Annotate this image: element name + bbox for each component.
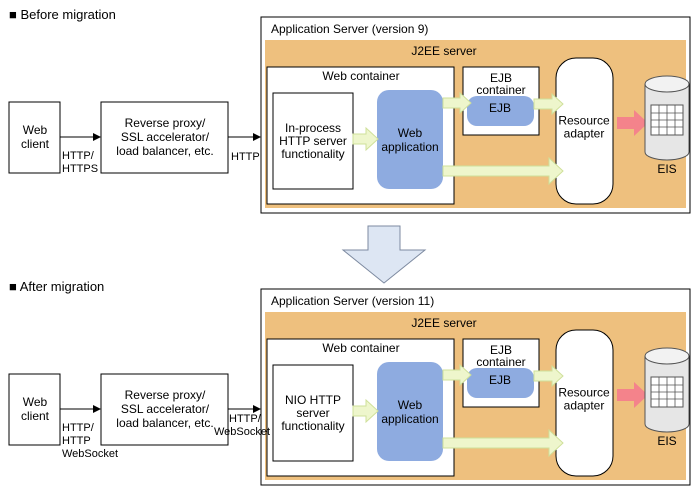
after-arrow-app-to-adapter xyxy=(442,428,564,458)
after-eis-label: EIS xyxy=(657,434,676,448)
after-resource-adapter-line-1: Resource xyxy=(558,386,610,400)
before-web-client-line-2: client xyxy=(21,137,50,151)
migration-down-arrow xyxy=(341,225,427,284)
after-ejb-container-line-2: container xyxy=(476,355,525,369)
after-proxy-line-3: load balancer, etc. xyxy=(116,416,213,430)
after-proto-client-line-1: HTTP/ xyxy=(62,422,95,434)
before-web-app-line-1: Web xyxy=(398,126,423,140)
before-eis-arrow xyxy=(617,110,648,136)
after-heading: ■ After migration xyxy=(9,279,104,294)
before-web-container-label: Web container xyxy=(322,69,399,83)
after-j2ee-label: J2EE server xyxy=(411,316,476,330)
after-web-app-line-1: Web xyxy=(398,398,423,412)
before-proxy-line-2: SSL accelerator/ xyxy=(121,130,210,144)
before-arrow-func-to-app xyxy=(352,126,379,152)
after-ejb-label: EJB xyxy=(489,373,511,387)
before-arrow-app-to-adapter xyxy=(442,156,564,186)
after-arrow-func-to-app xyxy=(352,398,379,424)
after-http-func-line-1: NIO HTTP xyxy=(285,393,341,407)
before-proto-server-line-1: HTTP xyxy=(231,151,260,163)
before-ejb-box xyxy=(467,96,534,126)
before-j2ee-label: J2EE server xyxy=(411,44,476,58)
before-ejb-label: EJB xyxy=(489,101,511,115)
after-ejb-container-line-1: EJB xyxy=(490,343,512,357)
before-arrow-ejb-to-adapter xyxy=(533,92,564,116)
after-eis-arrow xyxy=(617,382,648,408)
after-web-client-line-2: client xyxy=(21,409,50,423)
before-web-client-box xyxy=(8,101,61,174)
after-proxy-line-2: SSL accelerator/ xyxy=(121,402,210,416)
before-web-app-box xyxy=(377,90,443,189)
before-ejb-container-line-2: container xyxy=(476,83,525,97)
before-resource-adapter-box xyxy=(555,57,614,205)
before-arrow-app-to-ejb xyxy=(442,91,472,115)
after-proto-server-line-1: HTTP/ xyxy=(229,413,262,425)
after-http-func-line-2: server xyxy=(296,406,329,420)
before-eis-db-top xyxy=(644,75,690,93)
after-web-client-box xyxy=(8,373,61,446)
after-ejb-box xyxy=(467,368,534,398)
after-proto-client-line-3: WebSocket xyxy=(62,448,118,460)
after-resource-adapter-line-2: adapter xyxy=(564,399,605,413)
before-web-app-line-2: application xyxy=(381,140,438,154)
after-proto-client-line-2: HTTP xyxy=(62,435,91,447)
after-eis-db-top xyxy=(644,347,690,365)
after-http-func-line-3: functionality xyxy=(281,419,344,433)
after-proxy-box xyxy=(100,373,229,446)
before-resource-adapter-line-1: Resource xyxy=(558,114,610,128)
after-web-container-label: Web container xyxy=(322,341,399,355)
after-proxy-line-1: Reverse proxy/ xyxy=(125,388,206,402)
after-arrow-app-to-ejb xyxy=(442,363,472,387)
after-web-app-box xyxy=(377,362,443,461)
before-http-func-box xyxy=(272,92,354,190)
after-proto-server-line-2: WebSocket xyxy=(214,426,270,438)
before-ejb-container-line-1: EJB xyxy=(490,71,512,85)
after-app-server-label: Application Server (version 11) xyxy=(271,294,434,308)
before-eis-label: EIS xyxy=(657,162,676,176)
before-app-server-label: Application Server (version 9) xyxy=(271,22,428,36)
after-arrow-ejb-to-adapter xyxy=(533,364,564,388)
before-resource-adapter-line-2: adapter xyxy=(564,127,605,141)
before-http-func-line-1: In-process xyxy=(285,121,341,135)
after-web-app-line-2: application xyxy=(381,412,438,426)
before-http-func-line-2: HTTP server xyxy=(279,134,347,148)
before-proxy-box xyxy=(100,101,229,174)
before-heading: ■ Before migration xyxy=(9,7,116,22)
after-web-client-line-1: Web xyxy=(23,395,48,409)
after-resource-adapter-box xyxy=(555,329,614,477)
before-http-func-line-3: functionality xyxy=(281,147,344,161)
before-proto-client-line-1: HTTP/ xyxy=(62,150,95,162)
before-proxy-line-1: Reverse proxy/ xyxy=(125,116,206,130)
before-web-client-line-1: Web xyxy=(23,123,48,137)
before-proto-client-line-2: HTTPS xyxy=(62,163,98,175)
before-proxy-line-3: load balancer, etc. xyxy=(116,144,213,158)
